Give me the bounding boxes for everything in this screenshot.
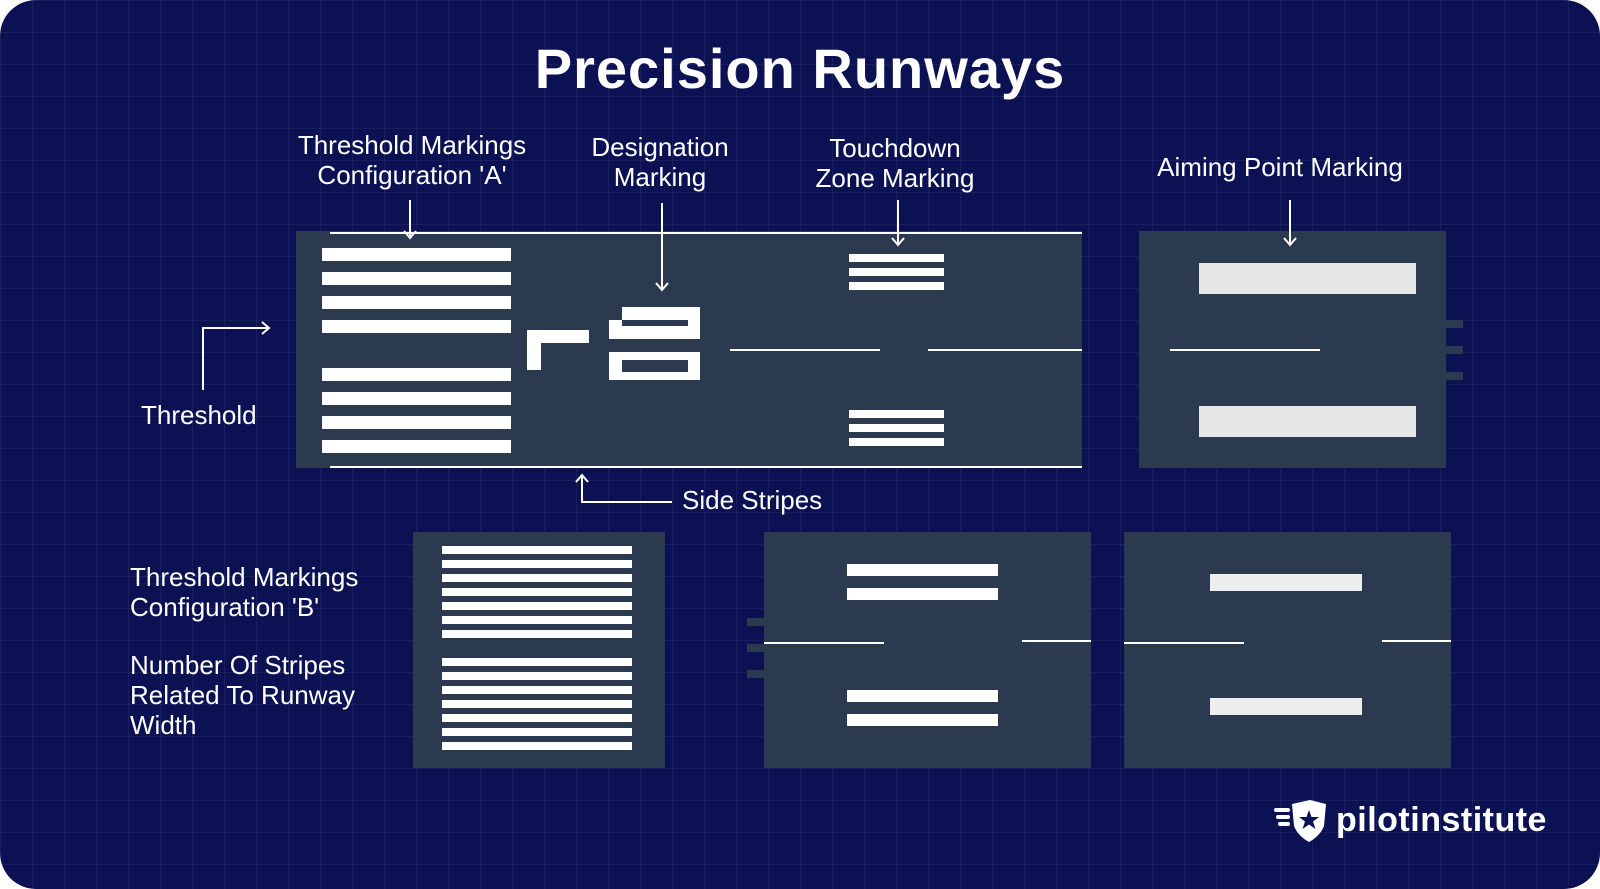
aiming-point-runway	[1139, 231, 1463, 468]
threshold-stripe	[442, 602, 632, 610]
threshold-stripe	[322, 368, 511, 381]
label-designation-line1: Designation	[591, 132, 729, 162]
tdz-bar	[849, 282, 944, 290]
threshold-stripes-config-a	[322, 248, 511, 453]
page-title: Precision Runways	[534, 37, 1066, 100]
threshold-stripe	[442, 546, 632, 554]
arrow-touchdown	[891, 200, 905, 247]
label-stripes-width-line1: Number Of Stripes	[130, 650, 346, 680]
tdz-bar	[847, 690, 998, 702]
touchdown-zone-marks-main	[849, 254, 944, 446]
threshold-stripe	[442, 672, 632, 680]
tdz-bar	[847, 714, 998, 726]
tdz-bar	[849, 254, 944, 262]
threshold-config-b-runway	[413, 532, 665, 768]
threshold-stripe	[322, 440, 511, 453]
arrow-threshold-config-a	[403, 200, 417, 240]
label-threshold-text: Threshold	[141, 400, 257, 430]
threshold-stripe	[442, 686, 632, 694]
arrow-designation	[655, 203, 669, 292]
threshold-stripe	[442, 714, 632, 722]
label-stripes-width-line3: Width	[130, 710, 197, 740]
edge-tab	[747, 670, 764, 678]
threshold-stripe	[442, 728, 632, 736]
label-designation-marking: Designation Marking	[560, 132, 760, 192]
touchdown-zone-single-runway	[1124, 532, 1451, 768]
brand-name: pilotinstitute	[1336, 800, 1547, 839]
touchdown-zone-marks-pair	[847, 564, 998, 726]
threshold-stripe	[322, 272, 511, 285]
tdz-bar	[847, 564, 998, 576]
threshold-stripe	[442, 700, 632, 708]
arrow-side-stripes	[575, 473, 672, 503]
threshold-stripe	[442, 560, 632, 568]
touchdown-zone-runway	[747, 532, 1091, 768]
edge-tab	[1446, 346, 1463, 354]
designation-letter-l	[527, 330, 589, 370]
label-threshold-config-b-line2: Configuration 'B'	[130, 592, 320, 622]
label-threshold-config-b-line1: Threshold Markings	[130, 562, 359, 592]
label-threshold-config-a-line1: Threshold Markings	[297, 130, 527, 160]
threshold-stripe	[442, 630, 632, 638]
callout-arrows	[202, 200, 1297, 503]
aiming-point-bar-bottom	[1199, 406, 1416, 437]
tdz-bar	[849, 438, 944, 446]
label-threshold-config-a: Threshold Markings Configuration 'A'	[272, 130, 552, 190]
edge-tab	[747, 644, 764, 652]
tdz-bar	[849, 410, 944, 418]
threshold-stripe	[322, 320, 511, 333]
threshold-stripe	[442, 658, 632, 666]
tdz-bar	[847, 588, 998, 600]
shield-star-wings-icon	[1274, 800, 1326, 842]
label-threshold-config-b: Threshold Markings Configuration 'B'	[130, 562, 358, 622]
arrow-aiming-point	[1283, 200, 1297, 247]
threshold-stripe	[442, 574, 632, 582]
label-side-stripes-text: Side Stripes	[682, 485, 823, 515]
arrow-threshold	[202, 321, 271, 390]
label-aiming-point-text: Aiming Point Marking	[1157, 152, 1403, 182]
aiming-point-bar-top	[1199, 263, 1416, 294]
designation-digit-2	[609, 307, 700, 339]
tdz-bar	[849, 424, 944, 432]
threshold-stripe	[442, 742, 632, 750]
threshold-stripe	[322, 248, 511, 261]
label-threshold: Threshold	[141, 400, 257, 430]
label-designation-line2: Marking	[613, 162, 707, 192]
tdz-bar	[1210, 574, 1362, 591]
threshold-stripe	[442, 588, 632, 596]
main-runway	[296, 231, 1082, 468]
label-touchdown-line1: Touchdown	[829, 133, 961, 163]
letter-l-foot	[527, 330, 589, 343]
label-side-stripes: Side Stripes	[682, 485, 822, 515]
runway-surface-single	[1124, 532, 1451, 768]
brand-logo: pilotinstitute	[1272, 795, 1547, 845]
label-touchdown-line2: Zone Marking	[815, 163, 975, 193]
threshold-stripe	[322, 392, 511, 405]
edge-tab	[1446, 372, 1463, 380]
label-stripes-width: Number Of Stripes Related To Runway Widt…	[130, 650, 355, 740]
edge-tab	[1446, 320, 1463, 328]
label-stripes-width-line2: Related To Runway	[130, 680, 355, 710]
designation-digit-0	[609, 352, 700, 380]
label-aiming-point: Aiming Point Marking	[1130, 152, 1430, 182]
label-threshold-config-a-line2: Configuration 'A'	[317, 160, 507, 190]
edge-tab	[747, 618, 764, 626]
threshold-stripe	[322, 416, 511, 429]
label-touchdown-zone: Touchdown Zone Marking	[785, 133, 1005, 193]
threshold-stripes-config-b	[442, 546, 632, 750]
threshold-stripe	[322, 296, 511, 309]
tdz-bar	[849, 268, 944, 276]
tdz-bar	[1210, 698, 1362, 715]
threshold-stripe	[442, 616, 632, 624]
